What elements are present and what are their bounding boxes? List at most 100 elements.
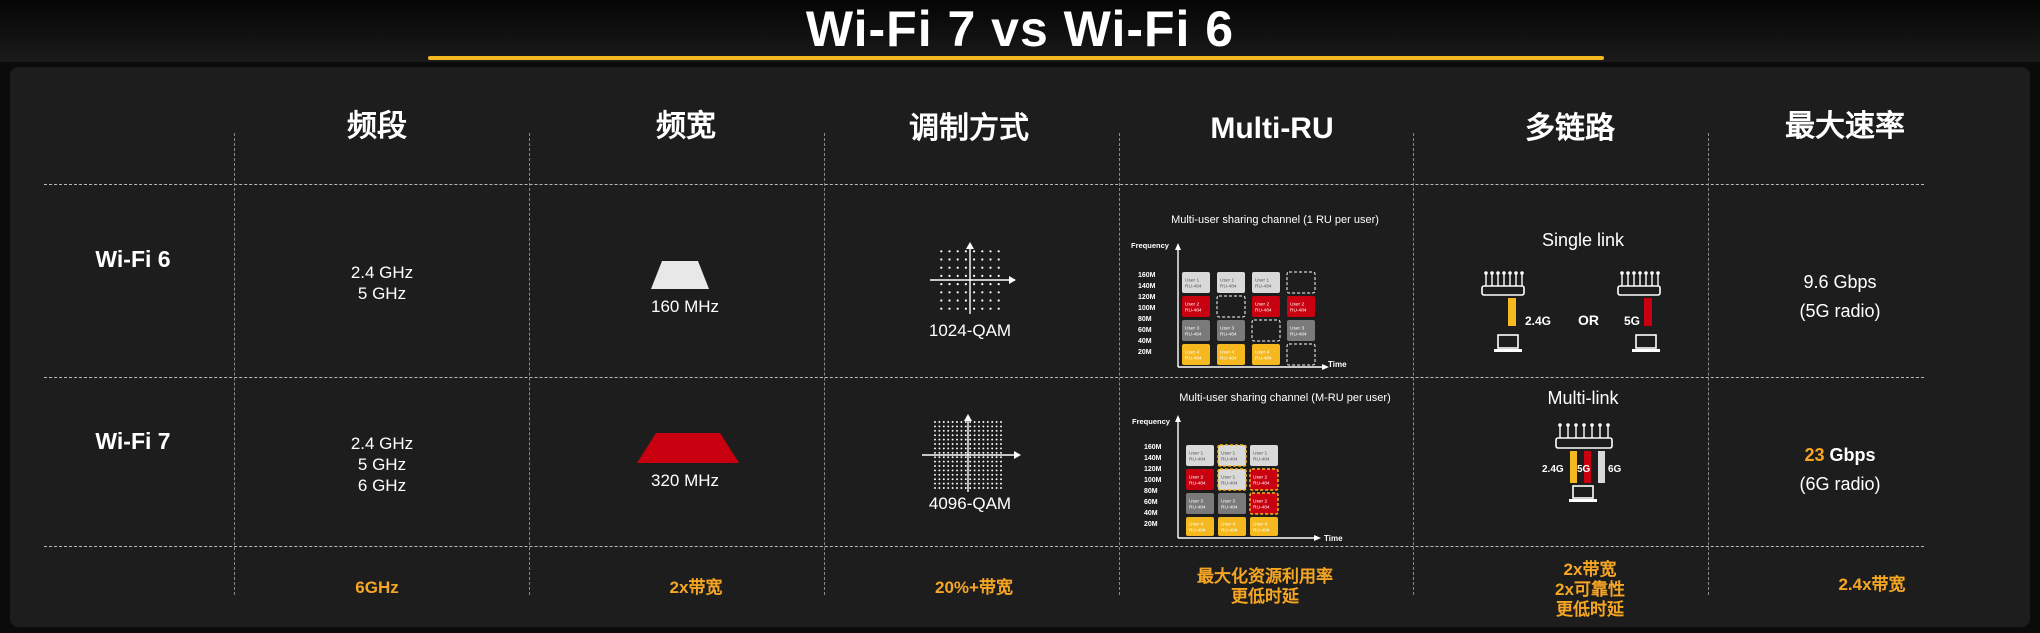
grid-col-divider-4 — [1119, 133, 1120, 595]
constellation-point — [991, 421, 994, 423]
constellation-point — [997, 258, 1000, 261]
summary-bandwidth: 2x带宽 — [669, 578, 723, 597]
constellation-point — [956, 429, 958, 432]
constellation-point — [973, 438, 976, 441]
wifi7-multiru-diagram: Frequency Time 160M 140M 120M 100M 80M 6… — [1132, 415, 1343, 542]
constellation-point — [995, 438, 998, 441]
constellation-point — [978, 425, 980, 428]
freq-tick: 160M — [1144, 444, 1162, 451]
ru-block-label: RU-484 — [1253, 528, 1270, 534]
constellation-point — [981, 266, 984, 269]
constellation-point — [978, 447, 980, 450]
grid-col-divider-2 — [529, 133, 530, 595]
ru-block-label: RU-484 — [1220, 332, 1237, 338]
constellation-point — [947, 451, 950, 454]
constellation-point — [978, 434, 980, 437]
ru-block-label: RU-484 — [1221, 457, 1238, 463]
constellation-point — [973, 266, 976, 269]
constellation-point — [942, 425, 945, 428]
constellation-point — [934, 469, 936, 472]
title-underline — [428, 56, 1604, 60]
wifi6-single-link-diagram: 2.4G OR 5G — [1481, 271, 1661, 352]
ru-block-label: RU-484 — [1253, 481, 1270, 487]
column-header-bandwidth: 频宽 — [656, 110, 716, 143]
constellation-point — [940, 266, 943, 269]
constellation-point — [973, 469, 976, 472]
constellation-point — [956, 473, 958, 476]
constellation-point — [947, 421, 950, 423]
grid-line-header — [44, 184, 1924, 185]
constellation-point — [1000, 447, 1002, 450]
constellation-point — [960, 473, 963, 476]
wifi7-multilink-title: Multi-link — [1547, 388, 1619, 408]
constellation-point — [956, 291, 959, 294]
constellation-point — [969, 434, 972, 437]
constellation-point — [956, 283, 959, 286]
constellation-point — [969, 447, 972, 450]
constellation-point — [942, 478, 945, 481]
constellation-point — [973, 434, 976, 437]
constellation-point — [973, 487, 976, 489]
ru-block-label: User 2 — [1253, 499, 1267, 505]
constellation-point — [934, 429, 936, 432]
constellation-point — [995, 434, 998, 437]
constellation-point — [951, 421, 954, 423]
constellation-point — [964, 438, 967, 441]
ru-block-label: User 3 — [1185, 326, 1199, 332]
ru-block-label: User 4 — [1255, 350, 1269, 356]
constellation-point — [995, 465, 998, 467]
constellation-point — [934, 465, 936, 467]
constellation-point — [942, 447, 945, 450]
constellation-point — [960, 460, 963, 463]
constellation-point — [981, 307, 984, 310]
constellation-point — [1000, 456, 1002, 459]
constellation-point — [938, 482, 941, 485]
constellation-point — [934, 447, 936, 450]
ru-block: User 2RU-484 — [1249, 468, 1279, 491]
ru-block: User 1RU-484 — [1217, 444, 1247, 467]
constellation-point — [956, 258, 959, 261]
grid-col-divider-6 — [1708, 133, 1709, 595]
constellation-point — [964, 447, 967, 450]
constellation-point — [934, 421, 936, 423]
constellation-point — [956, 266, 959, 269]
constellation-point — [956, 299, 959, 302]
constellation-point — [940, 283, 943, 286]
constellation-point — [973, 429, 976, 432]
wifi7-rate-value: 23 Gbps — [1740, 441, 1940, 470]
constellation-point — [969, 487, 972, 489]
constellation-point — [964, 291, 967, 294]
constellation-point — [964, 451, 967, 454]
constellation-point — [969, 460, 972, 463]
constellation-point — [951, 487, 954, 489]
constellation-point — [964, 266, 967, 269]
constellation-point — [964, 478, 967, 481]
wifi6-band-line: 2.4 GHz — [350, 263, 414, 282]
ru-block-label: RU-484 — [1255, 356, 1272, 362]
summary-multilink-line: 2x带宽 — [1563, 560, 1617, 579]
constellation-point — [973, 451, 976, 454]
wifi7-bandwidth-trapezoid — [637, 433, 739, 463]
constellation-point — [947, 456, 950, 459]
grid-col-divider-1 — [234, 133, 235, 595]
constellation-point — [956, 438, 958, 441]
summary-multiru-line: 最大化资源利用率 — [1197, 567, 1333, 586]
constellation-point — [995, 429, 998, 432]
constellation-point — [960, 425, 963, 428]
constellation-point — [982, 482, 985, 485]
constellation-point — [964, 434, 967, 437]
summary-multilink-line: 2x可靠性 — [1555, 580, 1625, 599]
ru-block-label: User 2 — [1253, 475, 1267, 481]
constellation-point — [986, 429, 989, 432]
constellation-point — [942, 438, 945, 441]
constellation-point — [956, 250, 959, 253]
constellation-point — [969, 429, 972, 432]
constellation-point — [934, 443, 936, 445]
constellation-point — [981, 274, 984, 277]
constellation-point — [973, 307, 976, 310]
constellation-point — [960, 438, 963, 441]
ru-block: User 3RU-484 — [1217, 320, 1245, 341]
freq-tick: 140M — [1138, 283, 1156, 290]
constellation-point — [942, 460, 945, 463]
constellation-point — [934, 451, 936, 454]
